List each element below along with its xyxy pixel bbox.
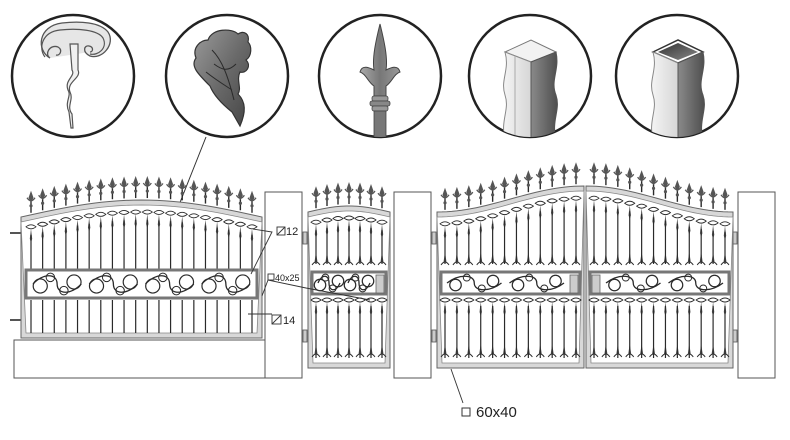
spear-finial bbox=[189, 179, 199, 202]
square-section-icon bbox=[461, 407, 471, 417]
ornament-pendant bbox=[612, 198, 624, 217]
scroll-band bbox=[32, 272, 251, 296]
ornament-pendant bbox=[546, 198, 558, 217]
spear-finial bbox=[177, 178, 187, 201]
spear-finial bbox=[535, 167, 545, 190]
spear-finial bbox=[154, 176, 164, 199]
ornament-pendant bbox=[546, 297, 558, 316]
diameter-icon bbox=[271, 314, 282, 325]
detail-cast-leaf bbox=[164, 13, 290, 139]
detail-hammered-solid-bar bbox=[467, 13, 593, 139]
spear-finial bbox=[589, 162, 599, 185]
fence-base-wall bbox=[13, 339, 301, 379]
callout-bar-12: 12 bbox=[250, 226, 298, 275]
pier-3 bbox=[737, 191, 776, 379]
hinge bbox=[431, 329, 437, 343]
spear-finial bbox=[440, 187, 450, 210]
detail-hammered-hollow-tube bbox=[614, 13, 740, 139]
spear-finial bbox=[720, 187, 730, 210]
spear-finial bbox=[166, 177, 176, 200]
spear-finial bbox=[464, 185, 474, 208]
spear-finial bbox=[571, 162, 581, 185]
scroll-band bbox=[605, 273, 724, 293]
spear-finial bbox=[547, 164, 557, 187]
diameter-icon bbox=[276, 226, 286, 236]
spear-finial bbox=[476, 182, 486, 205]
middle-rail bbox=[24, 268, 259, 300]
spear-finial bbox=[26, 190, 36, 213]
double-gate-right-leaf bbox=[585, 162, 738, 369]
double-gate-left-leaf bbox=[431, 162, 585, 369]
detail-scroll-finial bbox=[10, 13, 136, 139]
spear-finial bbox=[333, 182, 343, 205]
hinge bbox=[732, 231, 738, 245]
hinge bbox=[302, 231, 308, 245]
spear-finial bbox=[511, 173, 521, 196]
lock-box bbox=[591, 274, 601, 294]
spear-finial bbox=[625, 167, 635, 190]
spear-finial bbox=[649, 173, 659, 196]
spear-finial bbox=[61, 183, 71, 206]
spear-finial bbox=[131, 176, 141, 199]
callout-rail-40x25: 40x25 bbox=[261, 273, 371, 301]
hinge bbox=[732, 329, 738, 343]
spear-finial bbox=[96, 178, 106, 201]
scroll-band bbox=[446, 273, 565, 293]
spear-finial bbox=[107, 177, 117, 200]
dim-rail: 40x25 bbox=[275, 273, 300, 283]
spear-finial bbox=[311, 186, 321, 209]
spear-finial bbox=[200, 181, 211, 204]
pier-2 bbox=[393, 191, 432, 379]
dim-bar-top: 12 bbox=[286, 226, 298, 238]
spear-finial bbox=[684, 182, 694, 205]
spear-finial bbox=[500, 176, 510, 199]
spear-finial bbox=[142, 176, 152, 199]
spear-finial bbox=[119, 176, 129, 199]
spear-finial bbox=[366, 184, 376, 207]
dim-bar-bottom: 14 bbox=[283, 315, 295, 327]
spear-finial bbox=[344, 182, 354, 204]
spear-finial bbox=[613, 164, 623, 187]
dim-frame: 60x40 bbox=[476, 404, 517, 421]
spear-finial bbox=[696, 185, 706, 208]
pier-1 bbox=[264, 191, 303, 379]
hinge bbox=[431, 231, 437, 245]
spear-finial bbox=[49, 185, 59, 208]
callout-bar-14: 14 bbox=[248, 313, 295, 327]
hinge bbox=[302, 329, 308, 343]
spear-finial bbox=[322, 184, 332, 207]
spear-finial bbox=[247, 190, 257, 213]
fence-panel bbox=[10, 176, 263, 339]
lock-box bbox=[375, 274, 385, 294]
spear-finial bbox=[660, 176, 670, 199]
spear-finial bbox=[523, 170, 533, 193]
spear-finial bbox=[212, 183, 222, 206]
spear-finial bbox=[708, 186, 718, 209]
spear-finial bbox=[559, 163, 569, 186]
spear-finial bbox=[72, 181, 83, 204]
callout-frame-60x40: 60x40 bbox=[450, 368, 517, 421]
spear-finial bbox=[672, 179, 682, 202]
spear-finial bbox=[84, 179, 94, 202]
square-section-icon bbox=[267, 273, 275, 281]
lock-box bbox=[569, 274, 579, 294]
spear-finial bbox=[355, 182, 365, 205]
spear-finial bbox=[235, 188, 245, 211]
spear-finial bbox=[601, 163, 611, 186]
spear-finial bbox=[488, 179, 498, 202]
spear-finial bbox=[38, 188, 48, 211]
spear-finial bbox=[637, 170, 647, 193]
detail-spear-top bbox=[317, 13, 443, 139]
spear-finial bbox=[377, 186, 387, 209]
spear-finial bbox=[452, 186, 462, 209]
wicket-gate bbox=[302, 182, 391, 369]
spear-finial bbox=[224, 185, 234, 208]
